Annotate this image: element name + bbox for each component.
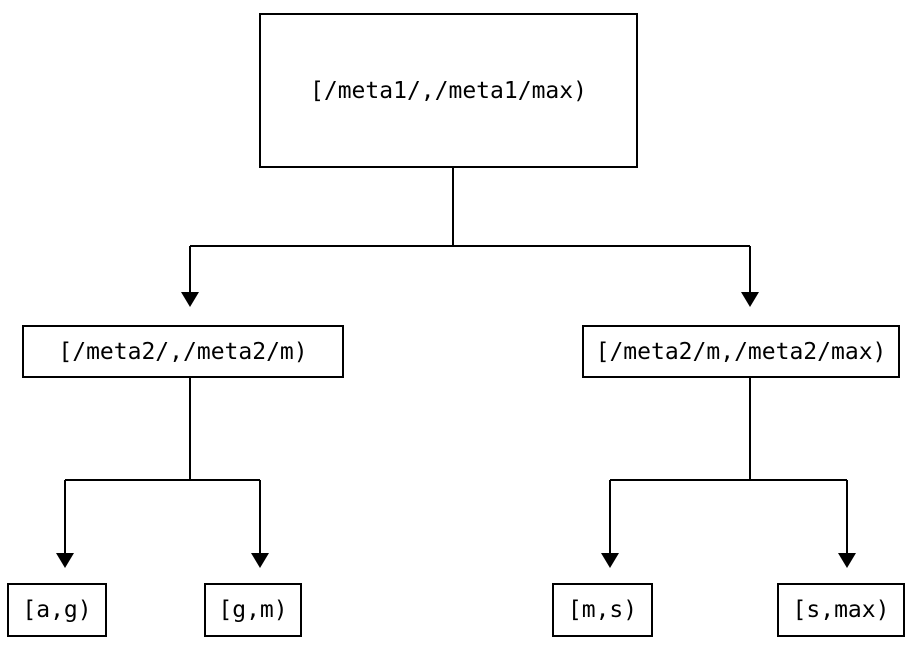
arrowhead-left-right-icon [251,553,269,568]
tree-node-root: [/meta1/,/meta1/max) [259,13,638,168]
tree-node-right: [/meta2/m,/meta2/max) [582,325,900,378]
arrowhead-right-left-icon [601,553,619,568]
arrowhead-left-icon [181,292,199,307]
arrowhead-right-right-icon [838,553,856,568]
tree-node-left: [/meta2/,/meta2/m) [22,325,344,378]
arrowhead-left-left-icon [56,553,74,568]
tree-node-left-right: [g,m) [204,583,302,637]
arrowhead-right-icon [741,292,759,307]
connector-lines [64,168,848,553]
tree-node-left-left: [a,g) [7,583,107,637]
tree-node-right-left: [m,s) [552,583,653,637]
tree-node-right-right: [s,max) [777,583,905,637]
arrowheads [56,292,856,568]
